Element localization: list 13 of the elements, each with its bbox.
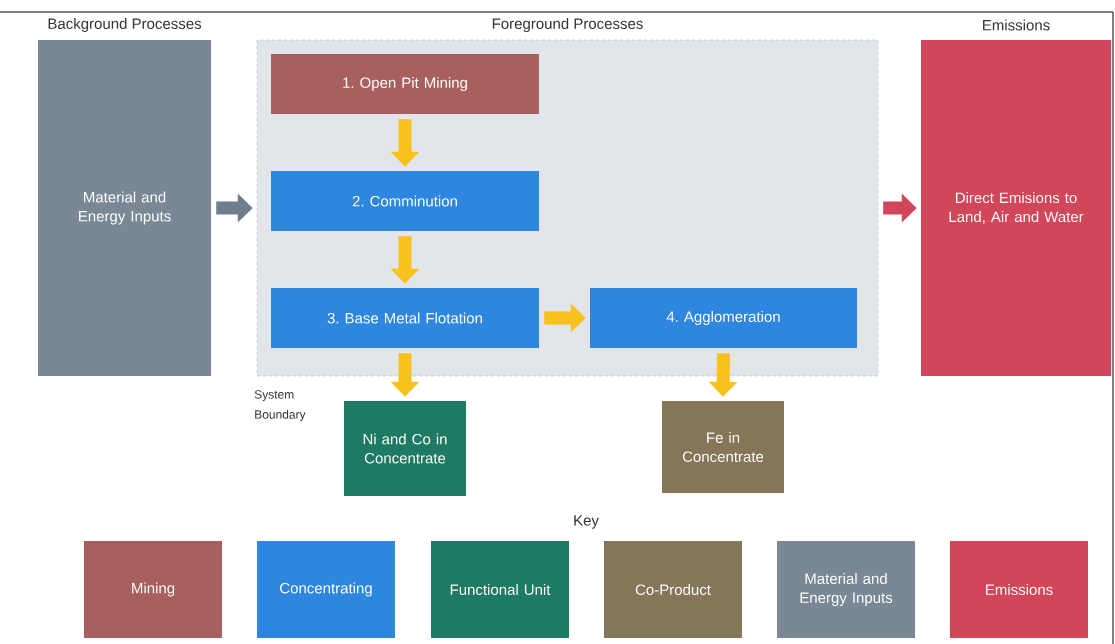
emissions-box: Direct Emisions to Land, Air and Water <box>921 40 1111 376</box>
key-heading: Key <box>574 515 599 529</box>
boundary-label: System Boundary <box>254 390 306 422</box>
input-box: Material and Energy Inputs <box>38 40 211 376</box>
section-heading: Foreground Processes <box>492 18 643 32</box>
product-box: Ni and Co in Concentrate <box>344 401 466 496</box>
process-box: 3. Base Metal Flotation <box>271 288 539 348</box>
process-box: 2. Comminution <box>271 171 539 231</box>
section-heading: Emissions <box>983 19 1050 31</box>
product-box: Fe in Concentrate <box>662 401 784 493</box>
process-box: 1. Open Pit Mining <box>271 54 539 114</box>
process-box: 4. Agglomeration <box>590 288 857 348</box>
section-heading: Background Processes <box>48 18 202 32</box>
